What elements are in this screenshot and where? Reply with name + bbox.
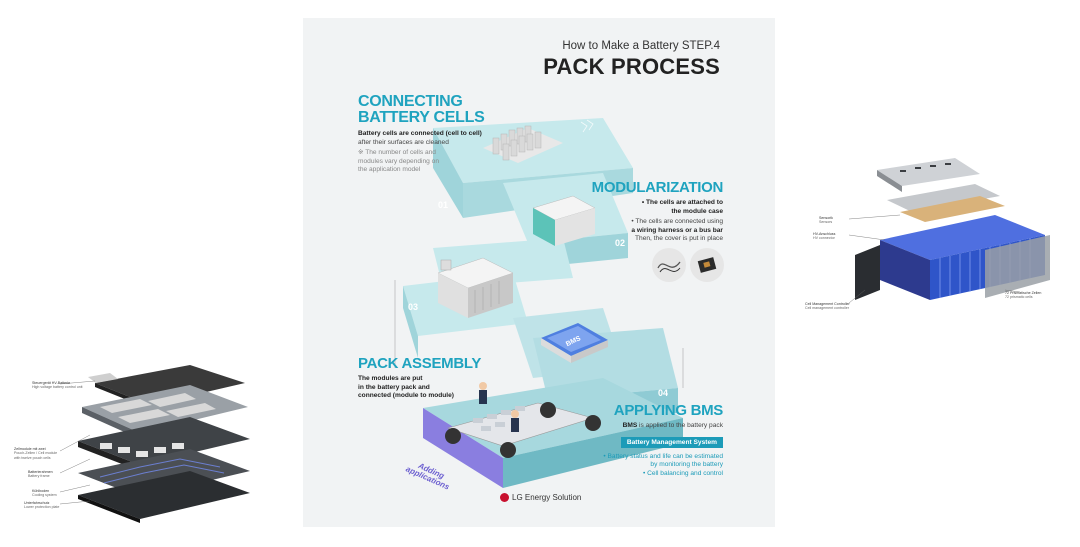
step-number-02: 02 — [615, 238, 625, 248]
lg-energy-solution-logo: LG Energy Solution — [500, 493, 581, 502]
battery-pack-illustration — [437, 257, 514, 318]
step-04-text: APPLYING BMS BMS is applied to the batte… — [603, 403, 723, 478]
infographic-subtitle: How to Make a Battery STEP.4 — [562, 40, 720, 52]
step-02-text: MODULARIZATION • The cells are attached … — [591, 179, 724, 244]
infographic-title: PACK PROCESS — [543, 54, 720, 79]
step-number-01: 01 — [438, 200, 448, 210]
step-04-bullet2: • Cell balancing and control — [642, 469, 723, 477]
vehicle-chassis-illustration — [445, 382, 601, 458]
process-path-illustration: 01 02 03 04 — [394, 118, 684, 488]
step-01-body-bold: Battery cells are connected (cell to cel… — [358, 130, 482, 137]
step-number-04: 04 — [658, 388, 668, 398]
step-03-body-line2: in the battery pack and — [358, 383, 430, 391]
step-01-note-line1: ※ The number of cells and — [358, 149, 436, 157]
pack-process-infographic: 01 02 03 04 — [303, 18, 775, 527]
step-04-heading: APPLYING BMS — [613, 402, 724, 419]
step-01-body: after their surfaces are cleaned — [358, 138, 449, 146]
step-04-bullet1-line1: • Battery status and life can be estimat… — [603, 452, 723, 460]
step-01-note-line2: modules vary depending on — [358, 157, 440, 165]
battery-cells-illustration — [483, 125, 563, 163]
step-02-bullet1-line2: the module case — [671, 207, 723, 215]
step-03-heading: PACK ASSEMBLY — [358, 355, 482, 372]
step-02-bullet1-line1: • The cells are attached to — [641, 199, 723, 206]
step-04-bullet1-line2: by monitoring the battery — [650, 461, 723, 469]
step-01-text: CONNECTING BATTERY CELLS Battery cells a… — [358, 93, 485, 175]
wiring-harness-photo — [652, 248, 686, 282]
step-number-03: 03 — [408, 302, 418, 312]
step-02-bullet2-line2: a wiring harness or a bus bar — [631, 226, 723, 234]
bus-bar-photo — [690, 248, 724, 282]
step-04-body: is applied to the battery pack — [637, 422, 723, 429]
right-battery-exploded-illustration — [848, 158, 1050, 304]
step-03-body-line3: connected (module to module) — [358, 392, 454, 400]
step-02-bullet2-line1: • The cells are connected using — [631, 218, 723, 226]
left-battery-exploded-illustration — [59, 365, 250, 523]
bms-chip-illustration — [541, 323, 608, 363]
bms-tag: Battery Management System — [620, 436, 723, 448]
step-02-heading: MODULARIZATION — [591, 179, 724, 196]
step-03-body-line1: The modules are put — [358, 375, 423, 382]
step-01-note-line3: the application model — [358, 166, 421, 174]
step-02-bullet2-line3: Then, the cover is put in place — [635, 235, 723, 243]
module-case-illustration — [532, 195, 596, 246]
step-03-text: PACK ASSEMBLY The modules are put in the… — [358, 356, 481, 401]
step-01-heading-line2: BATTERY CELLS — [358, 109, 485, 126]
step-04-body-bold: BMS — [622, 422, 638, 429]
lg-logo-icon — [500, 493, 509, 502]
step-01-heading-line1: CONNECTING — [358, 93, 463, 110]
